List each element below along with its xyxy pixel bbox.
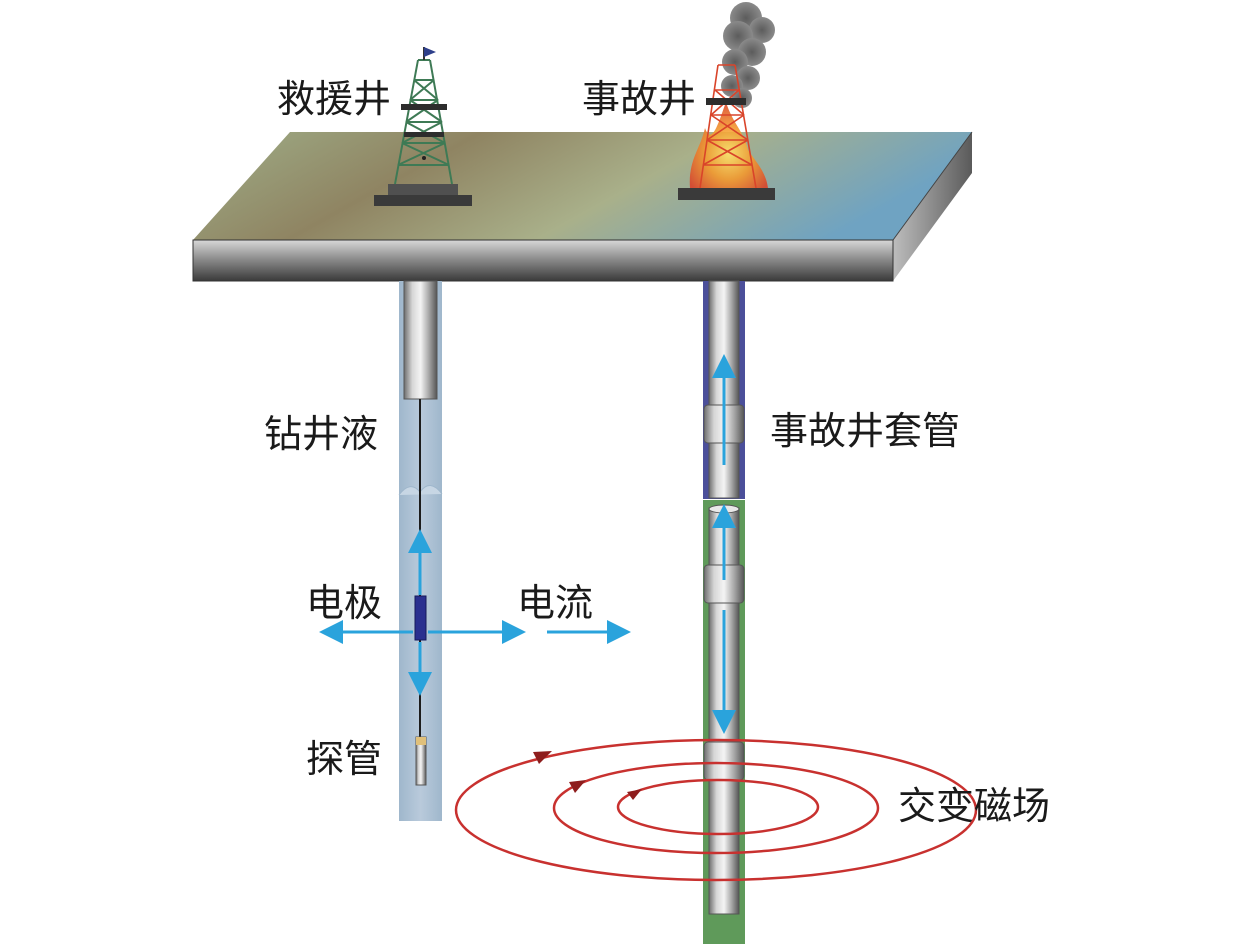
- label-probe: 探管: [306, 737, 383, 781]
- label-electrode: 电极: [306, 581, 383, 625]
- ground-front-face: [193, 240, 893, 281]
- label-accident-well: 事故井: [582, 77, 697, 121]
- smoke-plume: [721, 2, 775, 108]
- drilling-derrick-icon: [374, 47, 472, 206]
- ground-surface: [193, 132, 972, 240]
- label-drilling-fluid: 钻井液: [264, 412, 379, 456]
- label-current: 电流: [517, 581, 594, 625]
- ground-slab: [192, 131, 973, 282]
- burning-derrick-icon: [678, 2, 775, 200]
- current-arrows: [319, 529, 631, 696]
- label-accident-well-casing: 事故井套管: [770, 409, 961, 453]
- electrode: [414, 595, 427, 641]
- casing-collar: [703, 741, 745, 781]
- label-rescue-well: 救援井: [277, 77, 392, 121]
- ground-side-face: [893, 132, 972, 281]
- field-loop-inner: [616, 778, 820, 836]
- field-direction-arrows: [533, 751, 642, 800]
- field-loop-middle: [552, 761, 880, 855]
- rescue-well-casing: [403, 280, 438, 400]
- alternating-magnetic-field: [454, 738, 978, 882]
- field-loop-outer: [454, 738, 978, 882]
- label-alternating-magnetic-field: 交变磁场: [898, 784, 1051, 828]
